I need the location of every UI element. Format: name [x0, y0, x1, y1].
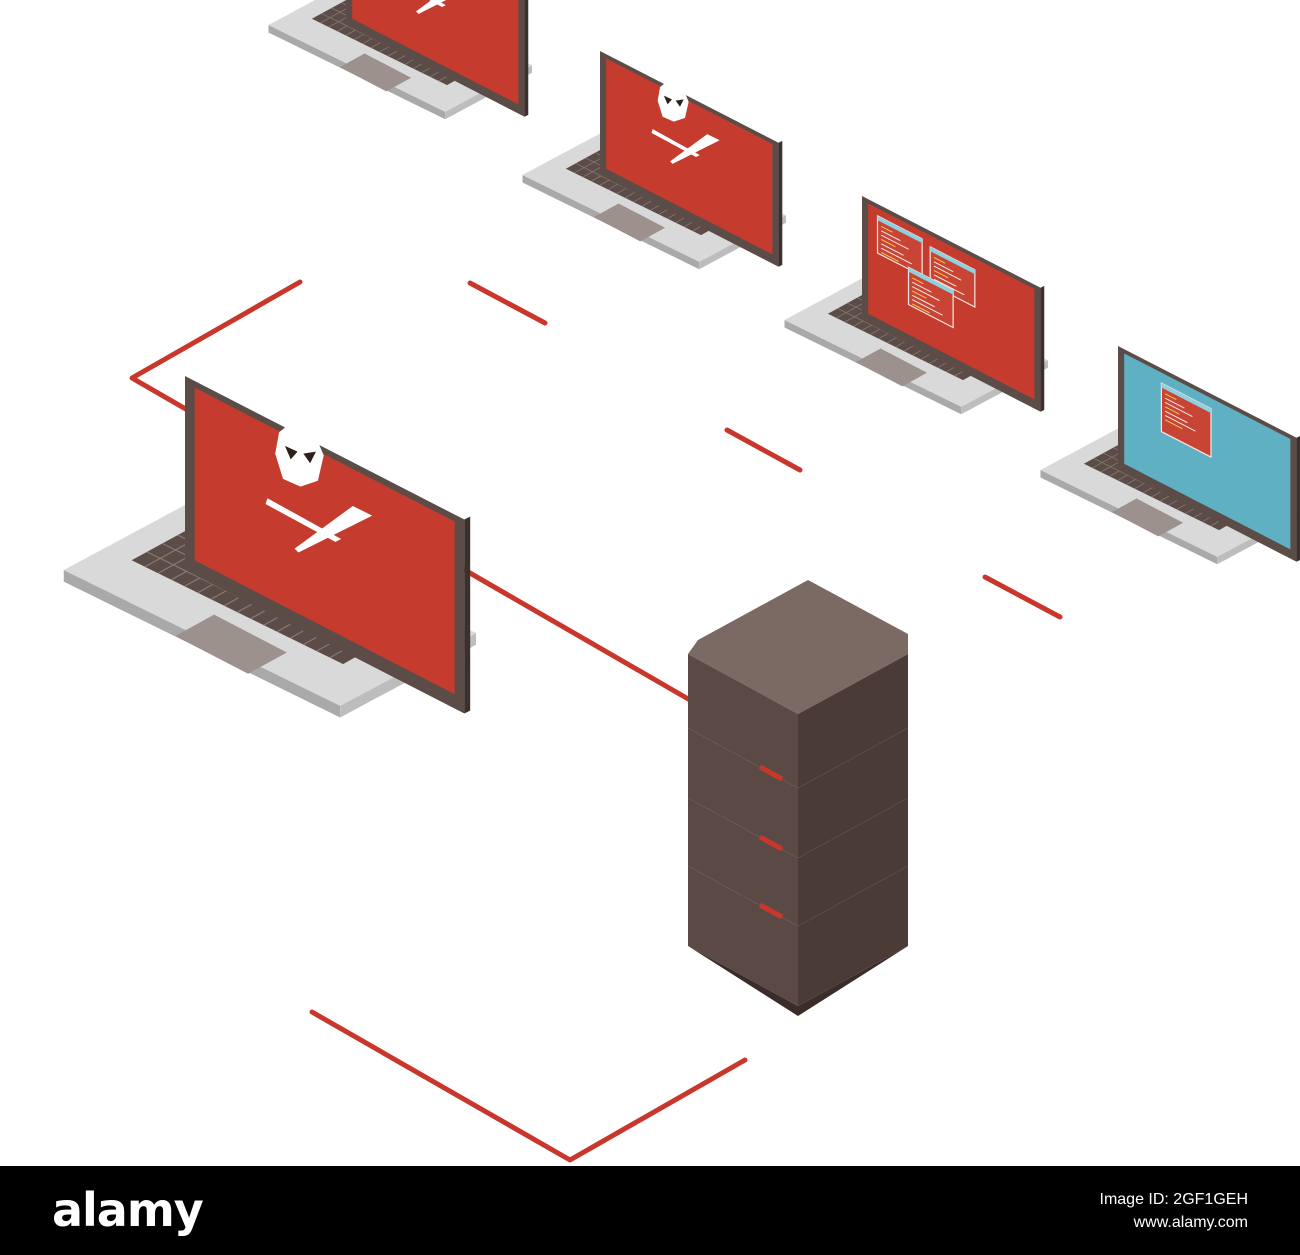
cable-4	[982, 574, 1063, 620]
server-unit-4	[688, 866, 798, 1006]
footer-info: Image ID: 2GF1GEH www.alamy.com	[1100, 1188, 1249, 1234]
skull-icon	[416, 0, 447, 14]
cable-2	[467, 280, 548, 326]
screen	[352, 0, 519, 105]
server-led-1	[758, 764, 784, 782]
touchpad	[175, 614, 287, 674]
laptop-clean	[1040, 346, 1300, 565]
server-unit-3	[688, 798, 798, 926]
cable-5	[309, 1009, 748, 1163]
skull-icon	[651, 82, 720, 164]
touchpad	[1111, 498, 1184, 537]
network-diagram	[63, 0, 1300, 1163]
server-stack	[688, 580, 908, 1016]
server-unit-1	[688, 654, 798, 788]
touchpad	[339, 53, 412, 92]
server-led-2	[758, 834, 784, 852]
server-top	[688, 580, 908, 714]
cable-3	[724, 427, 803, 473]
laptop-code-windows	[784, 196, 1048, 415]
laptop-top-second	[522, 51, 786, 270]
laptop-large	[63, 376, 476, 718]
footer-bar: alamy Image ID: 2GF1GEH www.alamy.com	[0, 1166, 1300, 1255]
site-url: www.alamy.com	[1133, 1214, 1248, 1231]
code-window-1	[876, 214, 923, 278]
code-window-3	[907, 266, 954, 329]
skull-icon	[265, 424, 373, 553]
cable-1	[129, 279, 693, 703]
server-led-3	[758, 902, 784, 920]
code-window	[1160, 382, 1212, 459]
cables	[129, 279, 1063, 1163]
touchpad	[855, 348, 928, 387]
screen	[606, 58, 773, 255]
alamy-logo: alamy	[52, 1183, 204, 1237]
server-unit-2	[688, 728, 798, 858]
touchpad	[593, 203, 666, 242]
laptop-top-left	[268, 0, 533, 120]
screen	[194, 387, 455, 695]
image-id: Image ID: 2GF1GEH	[1099, 1191, 1249, 1208]
